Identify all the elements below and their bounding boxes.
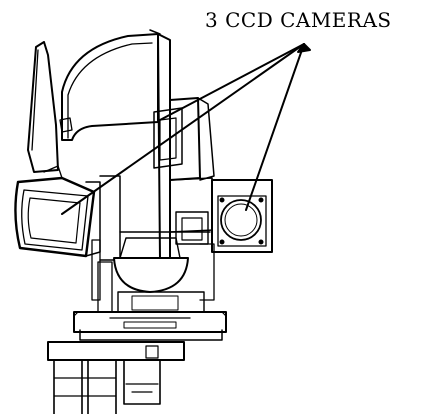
- leader-line-right-camera: [245, 43, 305, 211]
- cameras-label: 3 CCD CAMERAS: [205, 8, 392, 32]
- right-camera-box: [211, 179, 273, 253]
- leader-hub: [297, 43, 311, 53]
- base-tray: [73, 311, 227, 341]
- leader-lines: [61, 43, 311, 215]
- left-shoulder-flap: [27, 41, 59, 173]
- left-camera-housing: [14, 165, 121, 261]
- lower-mechanism: [91, 237, 215, 313]
- pedestal: [47, 341, 185, 414]
- upper-dome: [59, 33, 159, 141]
- leader-line-left-camera: [61, 43, 305, 215]
- leader-line-upper-camera: [159, 43, 305, 121]
